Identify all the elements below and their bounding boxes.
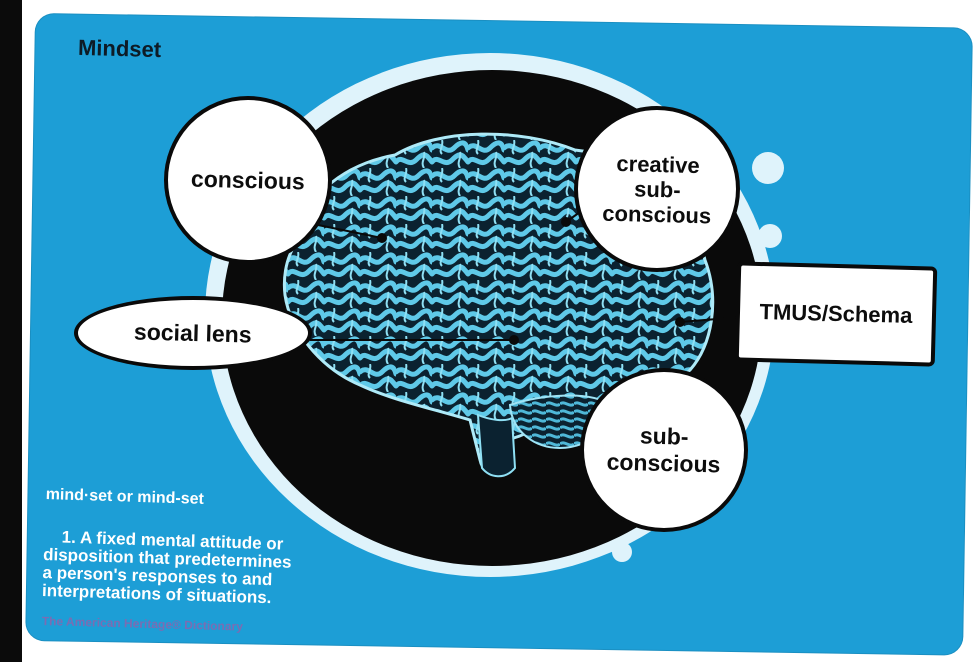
label-conscious: conscious <box>190 165 306 195</box>
label-tmus-schema: TMUS/Schema <box>759 299 913 328</box>
connector-conscious <box>317 224 383 239</box>
brain-stem <box>476 413 517 478</box>
bubble-social-lens: social lens <box>74 296 312 370</box>
label-subconscious: sub- conscious <box>606 422 721 478</box>
halo-dot <box>758 224 782 248</box>
connector-dot <box>509 335 519 345</box>
left-edge-shadow <box>0 0 22 662</box>
label-social-lens: social lens <box>133 318 253 348</box>
bubble-subconscious: sub- conscious <box>580 368 748 532</box>
box-tmus-schema: TMUS/Schema <box>734 261 938 367</box>
definition-body: 1. A fixed mental attitude or dispositio… <box>42 528 293 608</box>
bubble-conscious: conscious <box>164 96 332 264</box>
halo-dot <box>612 542 632 562</box>
connector-dot <box>561 217 571 227</box>
halo-dot <box>752 152 784 184</box>
definition-number: 1. <box>61 527 77 548</box>
connector-tmus <box>679 316 743 323</box>
definition-text: A fixed mental attitude or disposition t… <box>41 528 292 608</box>
bubble-creative-subconscious: creative sub- conscious <box>574 106 740 272</box>
connector-dot <box>377 233 387 243</box>
slide-title: Mindset <box>77 34 162 63</box>
connector-dot <box>675 317 685 327</box>
label-creative-subconscious: creative sub- conscious <box>601 150 712 228</box>
